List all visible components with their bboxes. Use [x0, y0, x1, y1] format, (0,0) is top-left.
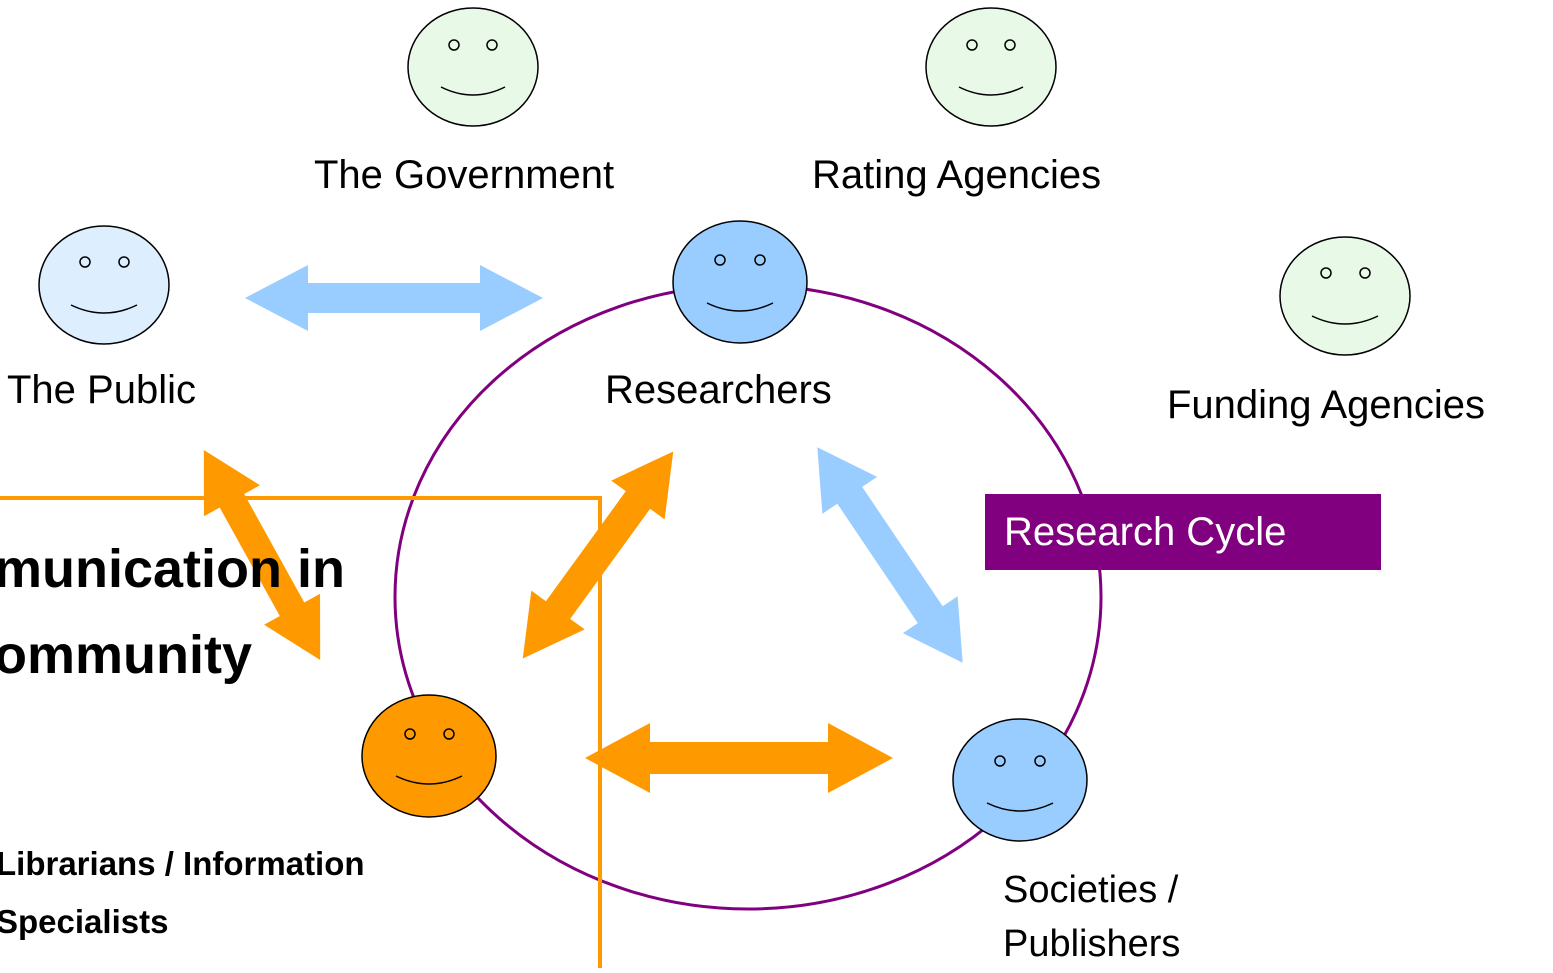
researchers-label: Researchers	[605, 368, 832, 412]
librarians-label-line1: Librarians / Information	[0, 845, 365, 882]
librarians-societies-arrow	[585, 723, 893, 793]
public-label: The Public	[7, 368, 196, 412]
government-label: The Government	[314, 153, 615, 197]
researchers-face-icon	[672, 220, 808, 344]
researchers-librarians-arrow	[522, 451, 674, 659]
research-cycle-label: Research Cycle	[1004, 510, 1287, 554]
societies-label-line1: Societies /	[1003, 869, 1179, 911]
societies-face-icon	[952, 718, 1088, 842]
public-face-icon	[38, 225, 170, 345]
funding-agencies-label: Funding Agencies	[1167, 383, 1486, 427]
librarians-face-icon	[361, 694, 497, 818]
page-title-line2: ommunity	[0, 625, 253, 685]
societies-label-line2: Publishers	[1003, 923, 1181, 965]
researchers-societies-arrow	[817, 447, 963, 663]
public-government-arrow	[245, 265, 543, 331]
funding-face-icon	[1279, 236, 1411, 356]
rating-agencies-label: Rating Agencies	[812, 153, 1102, 197]
research-cycle-tag: Research Cycle	[985, 494, 1381, 570]
government-face-icon	[407, 7, 539, 127]
community-bracket	[0, 496, 602, 968]
librarians-label-line2: Specialists	[0, 903, 169, 940]
rating-face-icon	[925, 7, 1057, 127]
page-title-line1: munication in	[0, 539, 345, 599]
public-librarians-arrow	[203, 450, 321, 660]
